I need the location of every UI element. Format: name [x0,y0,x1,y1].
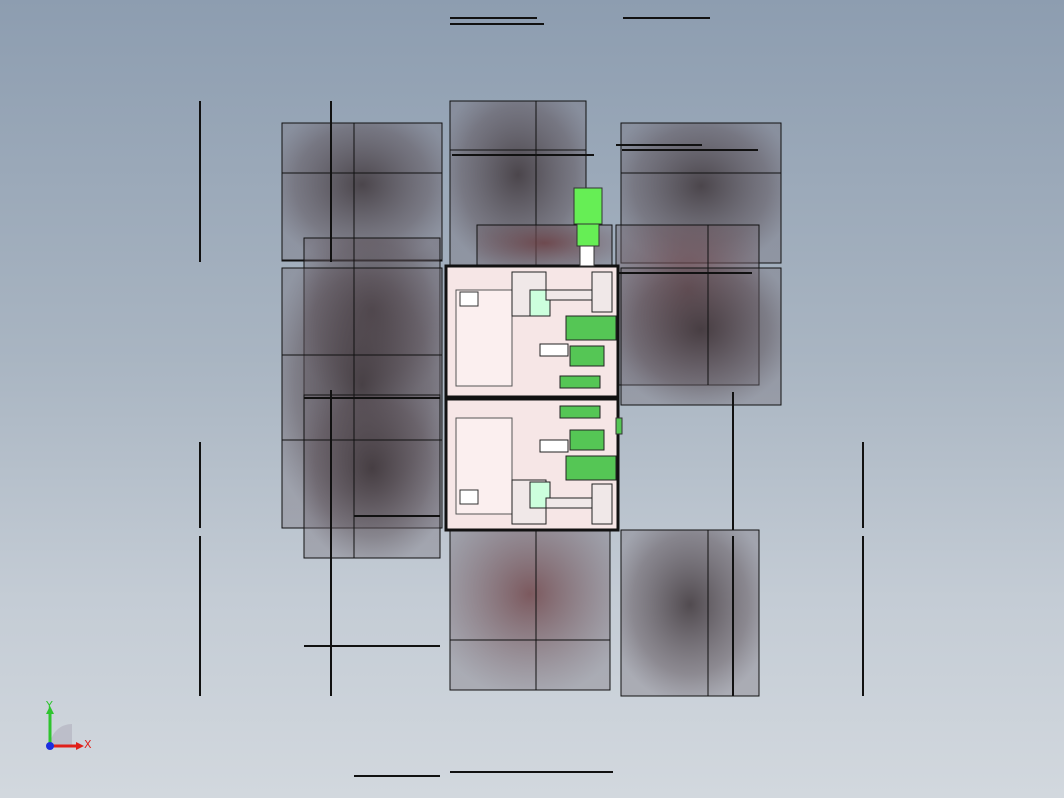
frame-lines [199,17,864,777]
motor-unit[interactable] [573,187,603,267]
y-axis-label: Y [45,700,53,712]
triad-quadrant [50,724,72,746]
x-axis-label: X [84,738,92,751]
panel-left-upper [281,122,443,261]
panel-left-bottom [303,394,441,559]
side-sensor [615,417,623,435]
panel-bottom [449,529,611,691]
panel-right-lower [620,267,782,406]
orientation-triad[interactable]: Y X [38,699,98,760]
mechanism-upper[interactable] [511,271,617,389]
z-axis-dot [46,742,54,750]
mechanism-lower[interactable] [511,405,617,525]
panel-bottom-right [620,529,760,697]
